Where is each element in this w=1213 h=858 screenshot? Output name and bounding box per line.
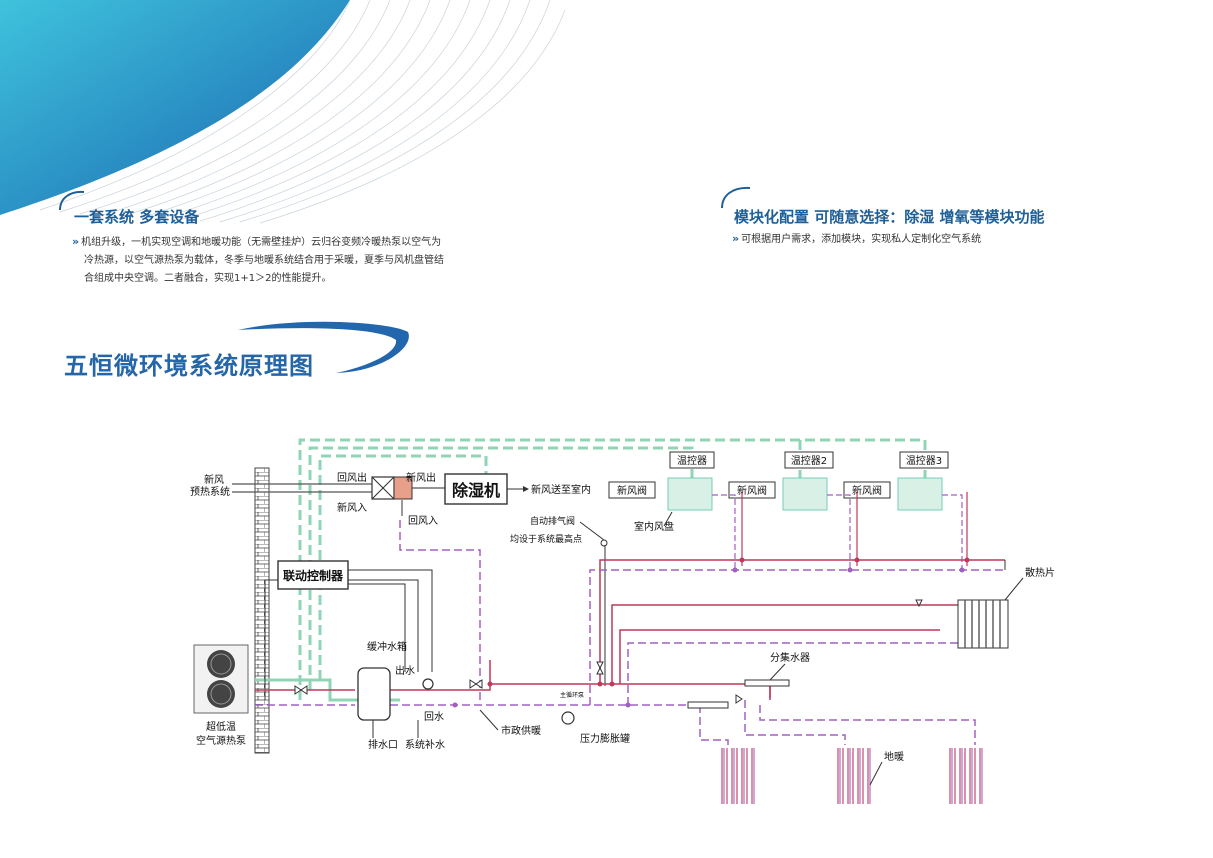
- fresh-air-in-label: 新风入: [337, 501, 367, 514]
- circulation-pump: [422, 678, 434, 690]
- supply-water-pipes: [255, 559, 1005, 700]
- fan-coil-group-2: 温控器2 新风阀: [728, 451, 834, 511]
- junction-dots: [487, 557, 970, 687]
- linkage-controller-box: [277, 560, 349, 590]
- water-out-label: 出水: [395, 664, 415, 677]
- fresh-air-to-room-label: 新风送至室内: [531, 483, 591, 496]
- fan-coil-group-1: 温控器 新风阀: [608, 451, 715, 511]
- fresh-air-valve-1-label: 新风阀: [617, 484, 647, 497]
- radiator-label: 散热片: [1025, 566, 1055, 579]
- section1-line-1: 机组升级，一机实现空调和地暖功能（无需壁挂炉）云归谷变频冷暖热泵以空气为: [81, 237, 442, 248]
- chevron-right-icon: »: [732, 232, 740, 245]
- drain-port-label: 排水口: [368, 738, 398, 751]
- vent-note-label: 均设于系统最高点: [510, 533, 582, 545]
- return-air-out-label: 回风出: [337, 471, 367, 484]
- main-title: 五恒微环境系统原理图: [64, 352, 314, 380]
- section2-body: »可根据用户需求，添加模块，实现私人定制化空气系统: [732, 230, 981, 249]
- exterior-wall: [254, 467, 270, 754]
- manifold-label: 分集水器: [770, 651, 810, 664]
- thermostat-2-label: 温控器2: [791, 454, 827, 467]
- section2-arc-icon: [721, 186, 751, 209]
- return-water-pipes: [255, 520, 1005, 745]
- heat-pump-label-2: 空气源热泵: [196, 734, 246, 747]
- radiator-unit: [957, 599, 1009, 649]
- water-return-label: 回水: [424, 711, 444, 723]
- section1-body: »机组升级，一机实现空调和地暖功能（无需壁挂炉）云归谷变频冷暖热泵以空气为 冷热…: [72, 233, 472, 288]
- control-wiring: [264, 545, 606, 700]
- section1-line-2: 冷热源，以空气源热泵为载体，冬季与地暖系统结合用于采暖，夏季与风机盘管结: [84, 255, 444, 266]
- dehumidifier-label: 除湿机: [452, 481, 500, 500]
- buffer-tank: [357, 667, 391, 721]
- floor-heating-label: 地暖: [884, 750, 904, 763]
- section1-line-3: 合组成中央空调。二者融合，实现1+1＞2的性能提升。: [84, 273, 332, 284]
- valve-markers: [294, 599, 923, 704]
- title-swoosh-graphic: [238, 321, 409, 373]
- indoor-fan-coil-label: 室内风盘: [634, 520, 674, 533]
- fan-coil-group-3: 温控器3 新风阀: [843, 451, 949, 511]
- thermostat-1-label: 温控器: [677, 454, 707, 467]
- auto-vent-valve-label: 自动排气阀: [530, 515, 575, 527]
- thermostat-3-label: 温控器3: [906, 454, 942, 467]
- fresh-air-inlet-pipe: [232, 483, 445, 493]
- municipal-heating-label: 市政供暖: [501, 724, 541, 737]
- expansion-tank: [561, 711, 575, 725]
- fresh-air-out-label: 新风出: [406, 471, 436, 484]
- heat-pump-label-1: 超低温: [206, 720, 236, 733]
- manifold-main: [744, 679, 790, 687]
- air-source-heat-pump: [193, 644, 249, 714]
- fresh-air-valve-2-label: 新风阀: [737, 484, 767, 497]
- junction-dots-return: [452, 567, 965, 708]
- fresh-air-label: 新风: [204, 473, 224, 486]
- section1-arc-icon: [59, 190, 85, 211]
- fresh-air-valve-3-label: 新风阀: [852, 484, 882, 497]
- manifold-left: [687, 701, 729, 709]
- main-pump-label: 主循环泵: [560, 691, 584, 699]
- header-wave-graphic: [0, 0, 566, 224]
- floor-heating-coils: [721, 748, 983, 804]
- linkage-controller-label: 联动控制器: [283, 568, 344, 583]
- buffer-tank-label: 缓冲水箱: [367, 640, 407, 653]
- expansion-tank-label: 压力膨胀罐: [580, 732, 630, 745]
- section1-title: 一套系统 多套设备: [74, 208, 200, 226]
- system-makeup-label: 系统补水: [405, 738, 445, 751]
- chevron-right-icon: »: [72, 235, 80, 248]
- heat-exchanger-coil: [393, 476, 413, 500]
- dehumidifier-box: [444, 473, 508, 505]
- preheat-system-label: 预热系统: [190, 485, 230, 498]
- section2-title: 模块化配置 可随意选择：除湿 增氧等模块功能: [734, 208, 1045, 226]
- return-air-in-label: 回风入: [408, 515, 438, 527]
- section2-line-1: 可根据用户需求，添加模块，实现私人定制化空气系统: [741, 234, 982, 245]
